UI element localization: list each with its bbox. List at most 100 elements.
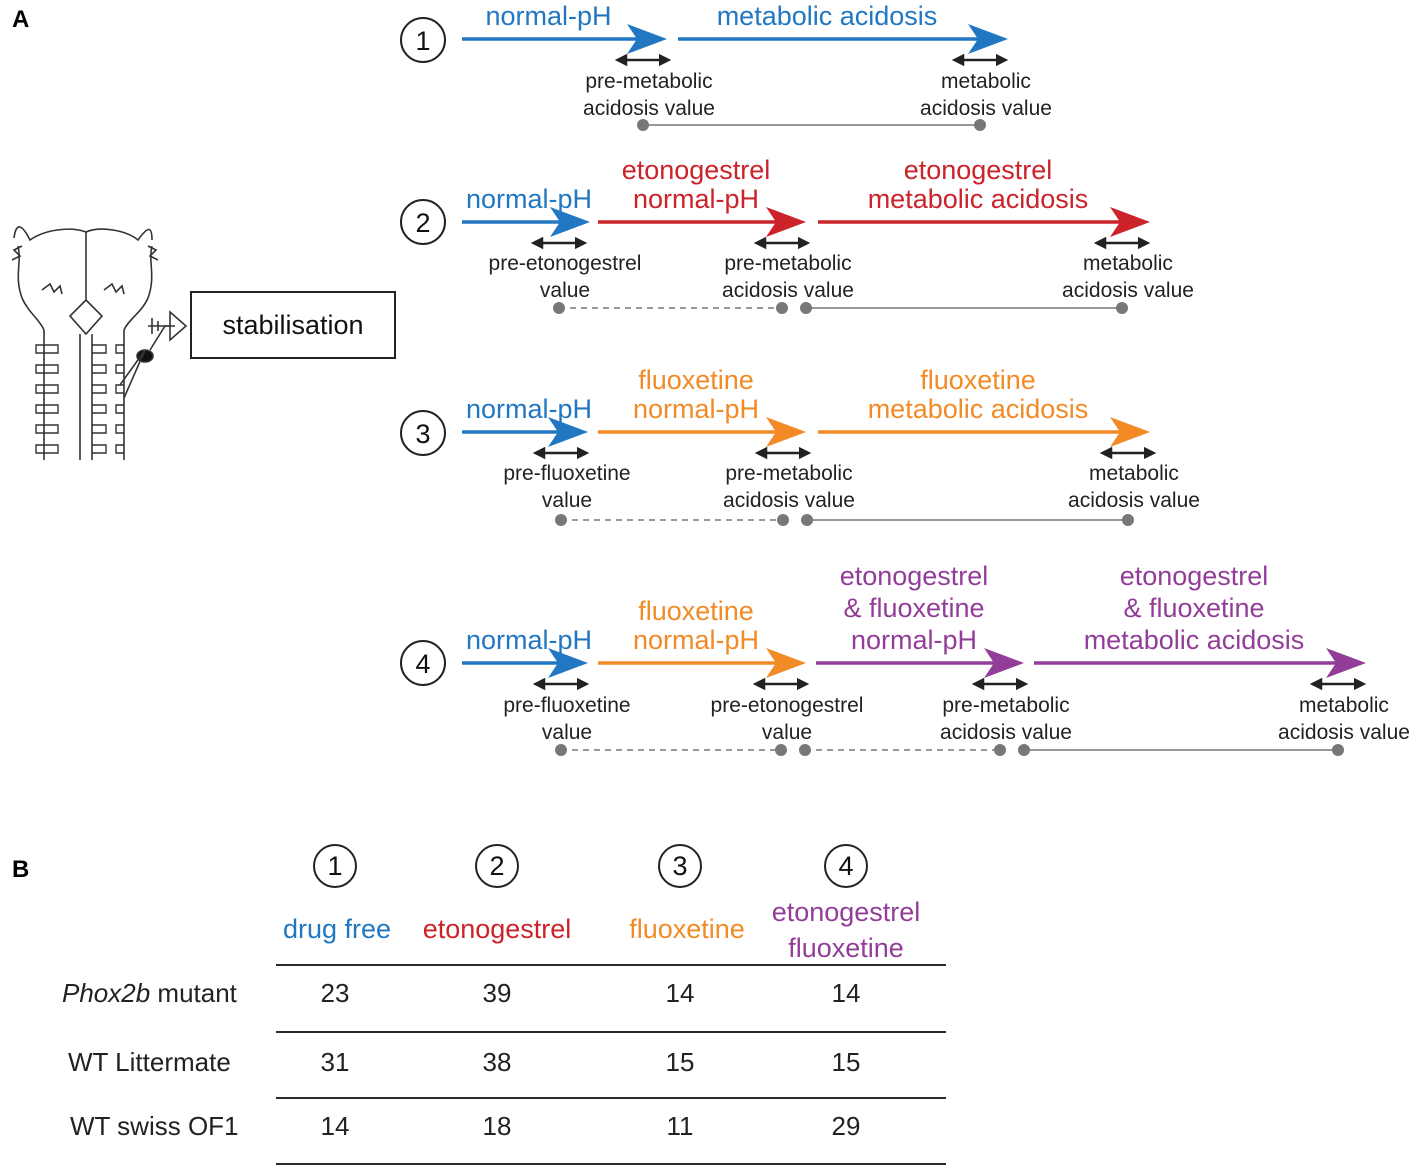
phase-arrow-head bbox=[548, 648, 588, 678]
column-header: drug free bbox=[242, 911, 432, 947]
row-label-italic: Phox2b bbox=[62, 978, 151, 1008]
measurement-label-line: acidosis value bbox=[722, 279, 854, 302]
phase-arrow-head bbox=[1110, 207, 1150, 237]
column-4-circle: 4 bbox=[824, 844, 868, 888]
measurement-label-line: acidosis value bbox=[1278, 721, 1410, 744]
phase-label-line: normal-pH bbox=[851, 625, 977, 655]
brainstem-preparation-drawing bbox=[11, 226, 188, 460]
table-cell: 18 bbox=[482, 1111, 512, 1141]
phase-label-line: normal-pH bbox=[633, 394, 759, 424]
protocol-3-circle bbox=[400, 410, 446, 456]
column-header-line: etonogestrel bbox=[771, 897, 921, 927]
protocol-4-number: 4 bbox=[415, 649, 430, 679]
phase-arrow-head bbox=[766, 207, 806, 237]
phase-label-line: etonogestrel bbox=[1120, 561, 1269, 591]
measurement-label-line: value bbox=[762, 721, 812, 744]
measurement-label-line: metabolic bbox=[1299, 694, 1389, 717]
measurement-label: pre-etonogestrel value bbox=[711, 694, 864, 744]
column-header: etonogestrel fluoxetine bbox=[751, 894, 941, 966]
phase-arrow-head bbox=[1110, 417, 1150, 447]
table-cell: 31 bbox=[320, 1047, 350, 1077]
measurement-label-line: pre-etonogestrel bbox=[711, 694, 864, 717]
phase-label-line: fluoxetine bbox=[638, 596, 754, 626]
column-3-circle: 3 bbox=[658, 844, 702, 888]
phase-arrow-head bbox=[627, 24, 667, 54]
measurement-label-line: value bbox=[542, 721, 592, 744]
measurement-label-line: metabolic bbox=[941, 70, 1031, 93]
protocol-2-number: 2 bbox=[415, 208, 430, 238]
protocol-2-circle bbox=[400, 199, 446, 245]
measurement-label-line: value bbox=[542, 489, 592, 512]
connector-dot bbox=[776, 302, 788, 314]
measurement-label-line: pre-fluoxetine bbox=[503, 694, 630, 717]
protocol-4: 4 bbox=[400, 640, 1367, 756]
connector-dot bbox=[777, 514, 789, 526]
measurement-label-line: acidosis value bbox=[1068, 489, 1200, 512]
measurement-label-line: acidosis value bbox=[723, 489, 855, 512]
phase-label: metabolic acidosis bbox=[717, 1, 938, 31]
column-number: 1 bbox=[327, 850, 343, 881]
phase-arrow-head bbox=[766, 648, 806, 678]
phase-label-line: metabolic acidosis bbox=[1084, 625, 1305, 655]
column-header-line: fluoxetine bbox=[788, 933, 904, 963]
connector-dot bbox=[1018, 744, 1030, 756]
table-cell: 29 bbox=[831, 1111, 861, 1141]
phase-label-line: etonogestrel bbox=[840, 561, 989, 591]
phase-arrow-head bbox=[766, 417, 806, 447]
phase-label-line: fluoxetine bbox=[638, 365, 754, 395]
column-header: etonogestrel bbox=[402, 911, 592, 947]
row-label-text: WT Littermate bbox=[68, 1047, 231, 1077]
phase-label-line: normal-pH bbox=[466, 394, 592, 424]
connector-dot bbox=[800, 302, 812, 314]
column-2-circle: 2 bbox=[475, 844, 519, 888]
table-cell: 15 bbox=[665, 1047, 695, 1077]
table-cell: 14 bbox=[831, 978, 861, 1008]
connector-dot bbox=[974, 119, 986, 131]
phase-label: normal-pH bbox=[466, 625, 592, 655]
row-label-text: mutant bbox=[150, 978, 237, 1008]
connector-dot bbox=[775, 744, 787, 756]
table-row-label: WT Littermate bbox=[68, 1047, 231, 1078]
phase-label-line: etonogestrel bbox=[904, 155, 1053, 185]
connector-dot bbox=[553, 302, 565, 314]
column-number: 4 bbox=[838, 850, 854, 881]
measurement-label: metabolic acidosis value bbox=[1062, 252, 1194, 302]
column-header-line: fluoxetine bbox=[629, 914, 745, 944]
column-header-line: drug free bbox=[282, 914, 392, 944]
measurement-label-line: metabolic bbox=[1083, 252, 1173, 275]
phase-arrow-head bbox=[968, 24, 1008, 54]
table-rule bbox=[276, 1031, 946, 1033]
measurement-label: metabolic acidosis value bbox=[1278, 694, 1410, 744]
table-cell: 14 bbox=[665, 978, 695, 1008]
table-cell: 14 bbox=[320, 1111, 350, 1141]
protocol-1: 1 bbox=[400, 17, 1009, 131]
connector-dot bbox=[1122, 514, 1134, 526]
row-label-text: WT swiss OF1 bbox=[70, 1111, 239, 1141]
table-rule bbox=[276, 1163, 946, 1165]
panel-b-letter: B bbox=[12, 856, 30, 883]
connector-dot bbox=[801, 514, 813, 526]
connector-dot bbox=[1116, 302, 1128, 314]
protocol-diagram: 1 normal-pH metabolic acidosis pre-metaboli… bbox=[11, 1, 1410, 756]
measurement-label-line: acidosis value bbox=[1062, 279, 1194, 302]
stabilisation-label: stabilisation bbox=[222, 309, 364, 340]
protocol-3-number: 3 bbox=[415, 419, 430, 449]
table-cell: 15 bbox=[831, 1047, 861, 1077]
measurement-label: pre-fluoxetine value bbox=[503, 694, 630, 744]
column-header-line: etonogestrel bbox=[422, 914, 572, 944]
table-row-label: Phox2b mutant bbox=[62, 978, 237, 1009]
connector-dot bbox=[555, 514, 567, 526]
phase-label-line: metabolic acidosis bbox=[868, 184, 1089, 214]
connector-dot bbox=[637, 119, 649, 131]
phase-arrow-head bbox=[548, 417, 588, 447]
connector-dot bbox=[555, 744, 567, 756]
